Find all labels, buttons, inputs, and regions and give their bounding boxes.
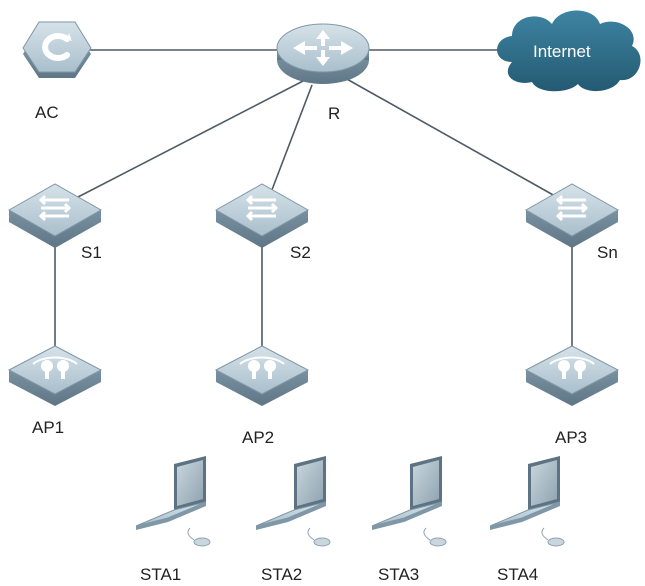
access-point-icon [524,345,620,406]
controller-icon [22,21,92,78]
node-sta4: STA4 [489,456,565,584]
access-point-icon [214,345,310,406]
node-router: R [276,23,370,123]
switch-icon [214,183,310,248]
laptop-icon [489,456,565,547]
label-ap3: AP3 [555,428,587,447]
label-sta3: STA3 [378,565,419,584]
access-point-icon [7,345,103,406]
router-icon [276,23,370,84]
label-sn: Sn [597,243,618,262]
node-ap3: AP3 [524,345,620,447]
label-ap2: AP2 [242,428,274,447]
label-sta2: STA2 [261,565,302,584]
label-router: R [328,104,340,123]
node-sta2: STA2 [255,456,331,584]
node-s2: S2 [214,183,311,262]
label-s2: S2 [290,243,311,262]
link-router-s1 [77,79,306,198]
node-ap1: AP1 [7,345,103,437]
label-internet: Internet [533,42,591,61]
label-sta1: STA1 [140,565,181,584]
cloud-icon [497,10,641,92]
node-internet: Internet [497,10,641,92]
label-ac: AC [35,103,59,122]
laptop-icon [135,456,211,547]
laptop-icon [255,456,331,547]
laptop-icon [371,456,447,547]
link-router-sn [344,77,556,197]
node-ac: AC [22,21,92,122]
node-sta1: STA1 [135,456,211,584]
link-router-s2 [269,84,313,196]
node-sn: Sn [524,183,620,262]
switch-icon [524,183,620,248]
label-s1: S1 [81,243,102,262]
label-sta4: STA4 [497,565,538,584]
node-s1: S1 [7,183,103,262]
node-sta3: STA3 [371,456,447,584]
node-ap2: AP2 [214,345,310,447]
links [54,49,573,355]
switch-icon [7,183,103,248]
label-ap1: AP1 [32,418,64,437]
